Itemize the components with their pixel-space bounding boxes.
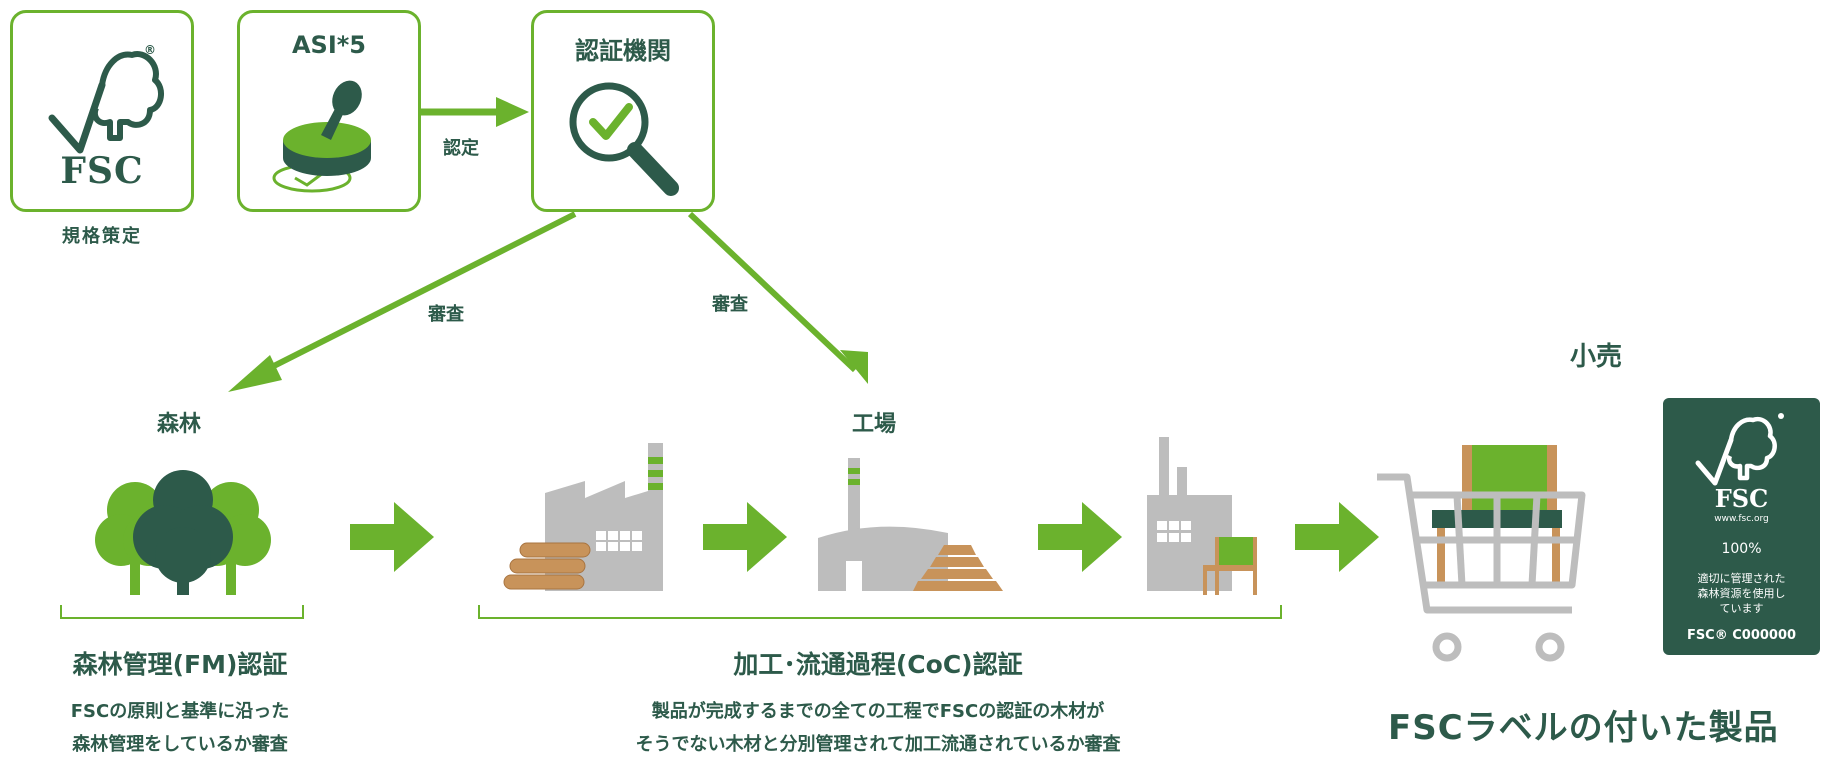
flow-arrow-1-icon: [350, 502, 434, 572]
factory-title: 工場: [852, 412, 897, 437]
coc-desc-line2: そうでない木材と分別管理されて加工流通されているか審査: [635, 734, 1121, 755]
forest-icon: [95, 470, 271, 595]
factory-chair-icon: [1147, 437, 1257, 595]
shopping-cart-icon: [1377, 445, 1586, 662]
magnifier-check-icon: [569, 82, 679, 196]
fsc-label-tree-icon: [1695, 413, 1784, 486]
fm-desc-line1: FSCの原則と基準に沿った: [70, 701, 290, 722]
certification-body-box: 認証機関: [531, 10, 715, 212]
label-text-line2: 森林資源を使用し: [1697, 587, 1786, 600]
fsc-registered-mark: ®: [144, 43, 156, 57]
coc-desc-line1: 製品が完成するまでの全ての工程でFSCの認証の木材が: [651, 701, 1105, 722]
label-logo-text: FSC: [1714, 484, 1769, 513]
certify-label: 認定: [443, 138, 479, 159]
fsc-logo-text: FSC: [60, 150, 144, 192]
fm-bracket: [60, 605, 304, 619]
label-code: FSC® C000000: [1686, 628, 1797, 643]
label-url: www.fsc.org: [1714, 514, 1769, 524]
cert-title: 認証機関: [575, 37, 671, 65]
label-text-line1: 適切に管理された: [1697, 572, 1786, 585]
flow-arrow-2-icon: [703, 502, 787, 572]
stamp-icon: [272, 80, 371, 193]
fsc-product-label: FSC www.fsc.org 100% 適切に管理された 森林資源を使用し て…: [1663, 398, 1820, 655]
fm-desc-line2: 森林管理をしているか審査: [72, 734, 288, 755]
factory-lumber-icon: [818, 458, 1003, 591]
certify-arrow-icon: [421, 97, 529, 127]
label-percent: 100%: [1721, 541, 1762, 557]
fsc-caption: 規格策定: [62, 226, 142, 247]
forest-title: 森林: [157, 412, 202, 437]
fsc-box: ® FSC: [10, 10, 194, 212]
fsc-tree-logo-icon: [48, 51, 164, 154]
audit-label-left: 審査: [428, 304, 464, 325]
audit-label-right: 審査: [712, 294, 748, 315]
audit-arrow-left: [248, 211, 577, 381]
asi-title: ASI*5: [291, 31, 367, 59]
coc-bracket: [478, 605, 1282, 619]
flow-arrow-4-icon: [1295, 502, 1379, 572]
product-caption: FSCラベルの付いた製品: [1388, 708, 1779, 748]
retail-title: 小売: [1570, 342, 1623, 372]
label-text-line3: ています: [1719, 602, 1764, 615]
flow-arrow-3-icon: [1038, 502, 1122, 572]
fm-heading: 森林管理(FM)認証: [72, 650, 288, 679]
sawmill-logs-icon: [503, 443, 663, 591]
coc-heading: 加工･流通過程(CoC)認証: [733, 650, 1023, 679]
asi-box: ASI*5: [237, 10, 421, 212]
